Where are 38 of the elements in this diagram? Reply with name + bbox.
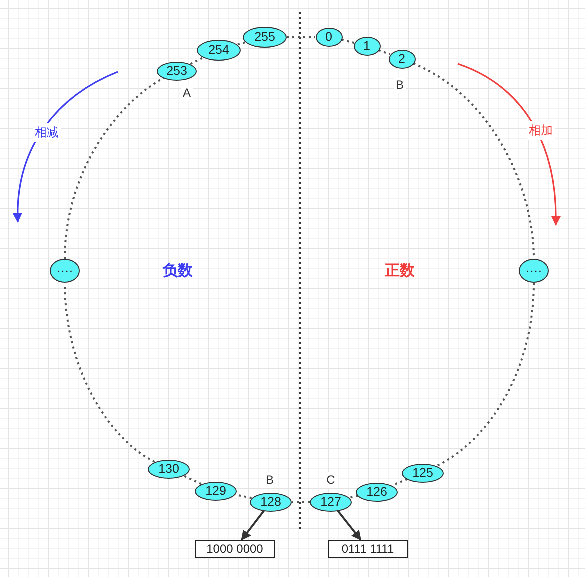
dotted-connector [378, 50, 390, 56]
number-ellipse: ···· [519, 259, 549, 283]
number-ellipse: 1 [354, 36, 380, 56]
dotted-connector [183, 474, 202, 486]
number-ellipse: ···· [50, 259, 80, 283]
number-ellipse: 127 [310, 492, 352, 512]
number-ellipse: 2 [388, 50, 416, 68]
number-ellipse: 0 [316, 28, 342, 46]
dotted-connector [238, 41, 246, 46]
point-label: B [394, 77, 406, 93]
number-ellipse: 254 [197, 40, 241, 60]
dotted-connector [64, 77, 164, 260]
dotted-connector [287, 36, 316, 38]
number-ellipse: 125 [402, 464, 444, 482]
number-ellipse: 129 [195, 482, 237, 500]
dotted-connector [350, 495, 358, 499]
arrow [241, 510, 265, 541]
point-label: C [324, 472, 338, 488]
number-ellipse: 126 [356, 482, 398, 502]
number-ellipse: 253 [157, 62, 197, 80]
value-box: 1000 0000 [195, 540, 275, 558]
dotted-connector [342, 39, 354, 44]
dotted-connector [436, 282, 535, 467]
point-label: A [181, 85, 193, 101]
point-label: 相减 [33, 124, 61, 142]
arrow [337, 510, 362, 541]
dotted-connector [392, 478, 408, 487]
number-ellipse: 128 [250, 492, 292, 512]
value-box: 0111 1111 [328, 540, 408, 558]
region-label: 正数 [384, 262, 416, 282]
number-ellipse: 130 [148, 460, 190, 478]
point-label: 相加 [527, 122, 555, 140]
dotted-connector [190, 56, 204, 65]
number-ellipse: 255 [243, 26, 287, 48]
dotted-connector [292, 501, 310, 503]
dotted-connector [64, 282, 156, 463]
region-label: 负数 [162, 262, 194, 282]
point-label: B [264, 472, 276, 488]
